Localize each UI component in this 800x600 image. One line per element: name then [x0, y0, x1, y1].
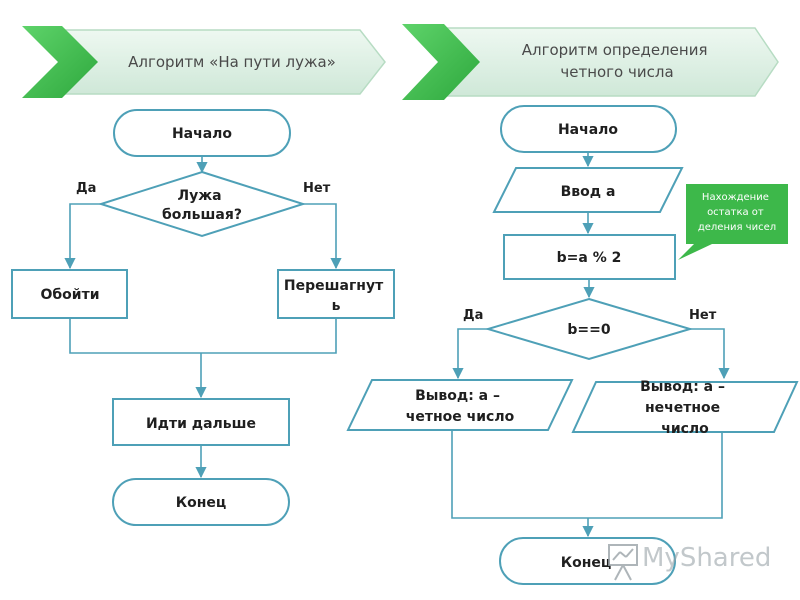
- right-input-parallelogram: [492, 167, 684, 213]
- right-header: Алгоритм определения четного числа: [402, 24, 779, 100]
- left-no-action-label: Перешагнут ь: [284, 278, 388, 314]
- left-header: Алгоритм «На пути лужа»: [22, 26, 386, 98]
- right-decision-label: b==0: [567, 322, 610, 338]
- right-start-label: Начало: [558, 122, 618, 138]
- left-yes-action-box: [11, 269, 128, 319]
- left-header-title: Алгоритм «На пути лужа»: [128, 53, 336, 71]
- right-end-label: Конец: [561, 555, 612, 571]
- left-yes-label: Да: [76, 181, 96, 196]
- right-flowchart: Начало Ввод а b=a % 2 Нахождение остатка…: [346, 105, 799, 585]
- left-flowchart: Начало Лужа большая? Да Нет Обойти Переш…: [11, 109, 395, 526]
- presentation-board-icon: [608, 544, 638, 581]
- right-callout: Нахождение остатка от деления чисел: [678, 184, 788, 260]
- watermark: MyShared: [608, 543, 771, 581]
- right-decision-diamond: [484, 297, 694, 361]
- left-yes-action-label: Обойти: [40, 287, 99, 303]
- left-decision-diamond: [97, 170, 307, 238]
- right-no-output-parallelogram: [571, 381, 799, 433]
- right-input-label: Ввод а: [561, 184, 616, 200]
- right-callout-label: Нахождение остатка от деления чисел: [698, 192, 776, 233]
- left-header-chevron-icon: [22, 26, 98, 98]
- watermark-text: MyShared: [642, 543, 771, 573]
- right-no-label: Нет: [689, 308, 717, 323]
- right-process-box: [503, 234, 676, 280]
- right-yes-output-parallelogram: [346, 379, 574, 431]
- left-decision-label: Лужа большая?: [162, 188, 242, 223]
- right-process-label: b=a % 2: [557, 250, 622, 266]
- right-no-output-label: Вывод: а – нечетное число: [640, 379, 730, 437]
- right-yes-label: Да: [463, 308, 483, 323]
- right-yes-output-label: Вывод: а – четное число: [406, 388, 515, 425]
- left-no-label: Нет: [303, 181, 331, 196]
- left-next-label: Идти дальше: [146, 416, 256, 432]
- left-end-label: Конец: [176, 495, 227, 511]
- right-header-chevron-icon: [402, 24, 480, 100]
- left-start-label: Начало: [172, 126, 232, 142]
- left-end-terminator: [112, 478, 290, 526]
- right-header-title: Алгоритм определения четного числа: [522, 41, 713, 81]
